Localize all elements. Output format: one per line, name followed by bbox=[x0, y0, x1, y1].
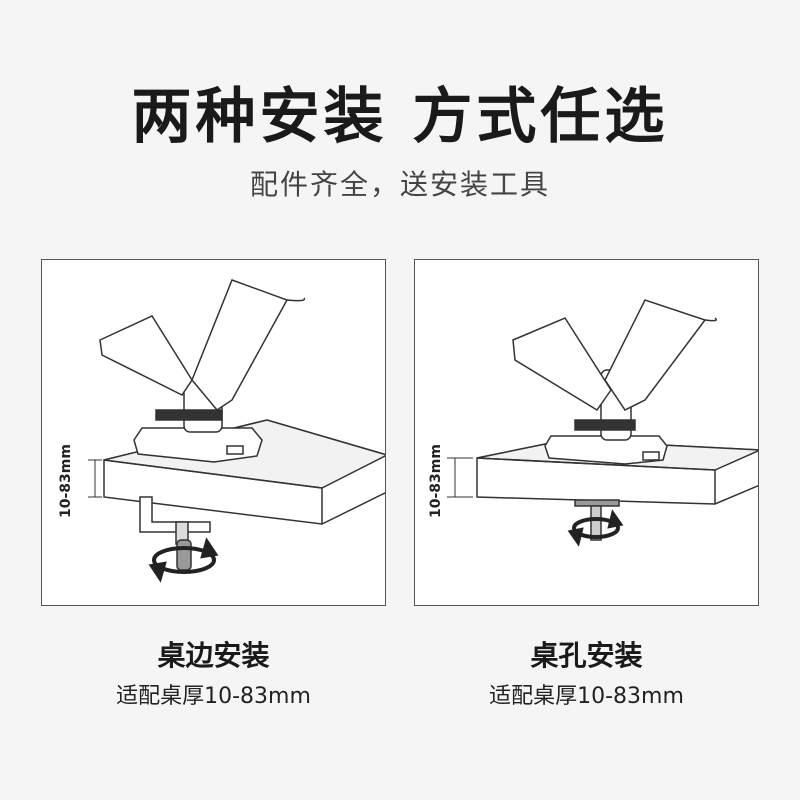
thickness-dimension bbox=[88, 459, 102, 498]
grommet-bolt bbox=[574, 499, 620, 541]
mount-arms bbox=[99, 279, 306, 411]
mount-arms bbox=[512, 299, 717, 412]
grommet-install-label: 桌孔安装 bbox=[530, 639, 643, 672]
grommet-install-spec: 适配桌厚10-83mm bbox=[489, 684, 684, 709]
thickness-label: 10-83mm bbox=[428, 444, 444, 518]
page-title: 两种安装 方式任选 bbox=[131, 82, 669, 152]
rotate-arrow-icon bbox=[567, 509, 624, 547]
clamp bbox=[139, 496, 211, 571]
clamp-install-spec: 适配桌厚10-83mm bbox=[116, 684, 311, 709]
grommet-install-illustration: 10-83mm bbox=[414, 259, 759, 606]
clamp-install-label: 桌边安装 bbox=[157, 639, 270, 672]
thickness-label: 10-83mm bbox=[58, 444, 74, 518]
clamp-install-illustration: 10-83mm bbox=[41, 259, 386, 606]
mount-base bbox=[133, 427, 263, 463]
mount-base bbox=[544, 435, 668, 465]
thickness-dimension bbox=[447, 457, 473, 498]
page-subtitle: 配件齐全，送安装工具 bbox=[249, 168, 550, 201]
rotate-arrow-icon bbox=[148, 537, 219, 583]
